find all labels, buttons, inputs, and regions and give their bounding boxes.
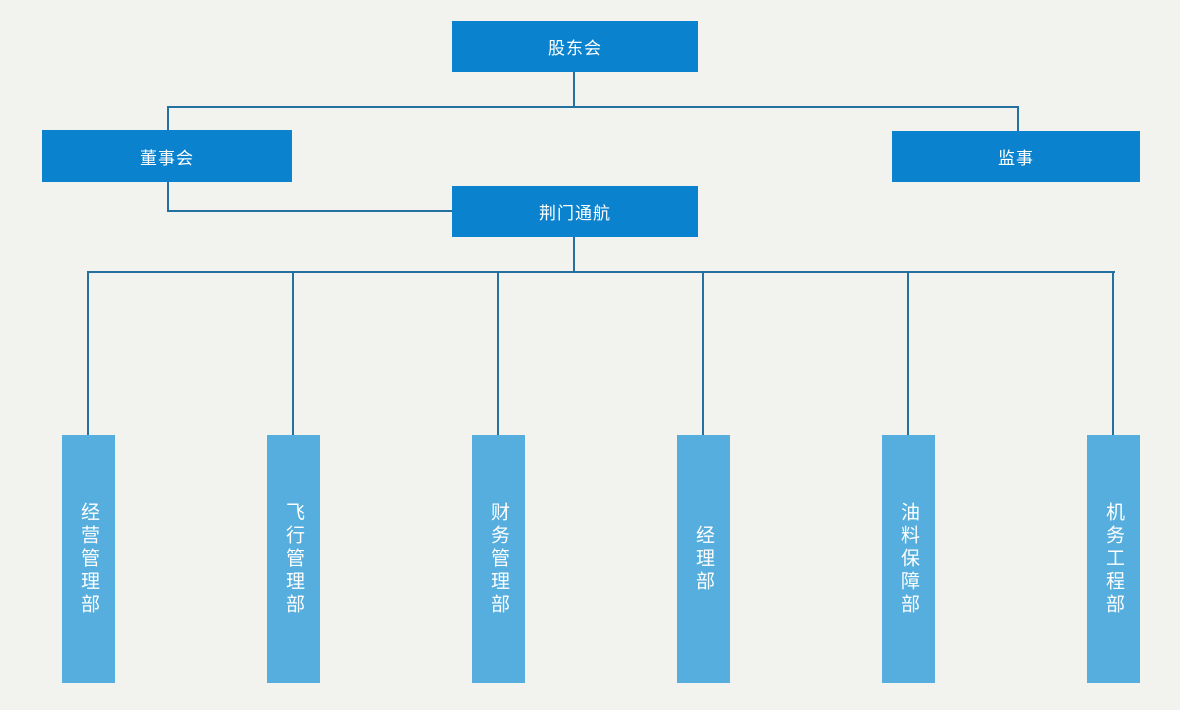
node-department-finance: 财务管理部 — [472, 435, 525, 683]
node-department-maintenance-label: 机务工程部 — [1103, 501, 1124, 617]
connector-dept-2-drop — [292, 271, 294, 436]
connector-supervisor-drop — [1017, 106, 1019, 133]
node-department-flight-label: 飞行管理部 — [283, 501, 304, 617]
node-department-finance-label: 财务管理部 — [488, 501, 509, 617]
node-board-label: 董事会 — [140, 148, 194, 168]
node-shareholders: 股东会 — [452, 21, 698, 72]
node-department-manager-label: 经理部 — [693, 524, 714, 594]
node-company: 荆门通航 — [452, 186, 698, 237]
connector-dept-3-drop — [497, 271, 499, 436]
node-department-fuel-label: 油料保障部 — [898, 501, 919, 617]
node-department-flight: 飞行管理部 — [267, 435, 320, 683]
node-company-label: 荆门通航 — [539, 204, 611, 223]
node-supervisor: 监事 — [892, 131, 1140, 182]
connector-dept-5-drop — [907, 271, 909, 436]
connector-board-down — [167, 181, 169, 212]
connector-level2-horizontal — [167, 106, 1019, 108]
connector-level4-horizontal — [87, 271, 1115, 273]
connector-shareholders-down — [573, 71, 575, 108]
connector-dept-4-drop — [702, 271, 704, 436]
connector-dept-1-drop — [87, 271, 89, 436]
connector-board-drop — [167, 106, 169, 132]
connector-dept-6-drop — [1112, 271, 1114, 436]
node-shareholders-label: 股东会 — [548, 39, 602, 58]
node-supervisor-label: 监事 — [998, 149, 1034, 168]
node-department-manager: 经理部 — [677, 435, 730, 683]
connector-board-to-company — [167, 210, 453, 212]
node-board: 董事会 — [42, 130, 292, 182]
node-department-fuel: 油料保障部 — [882, 435, 935, 683]
node-department-maintenance: 机务工程部 — [1087, 435, 1140, 683]
connector-company-down — [573, 236, 575, 273]
node-department-operations: 经营管理部 — [62, 435, 115, 683]
node-department-operations-label: 经营管理部 — [78, 501, 99, 617]
